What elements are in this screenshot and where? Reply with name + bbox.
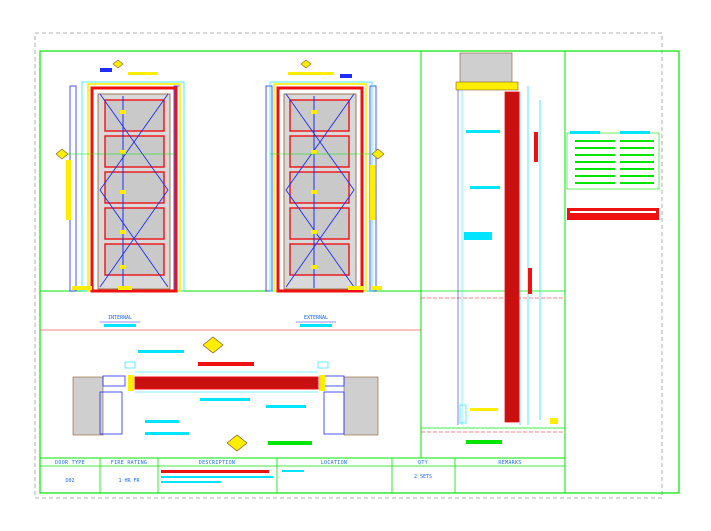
vertical-section — [421, 52, 565, 444]
cell-fire-rating: 1 HR FR — [118, 478, 140, 484]
header-location: LOCATION — [321, 460, 347, 466]
header-door-type: DOOR TYPE — [55, 460, 85, 466]
header-description: DESCRIPTION — [199, 460, 235, 466]
legend-block — [566, 131, 660, 220]
header-fire-rating: FIRE RATING — [111, 460, 147, 466]
door-schedule-table — [39, 457, 566, 494]
external-caption: EXTERNAL — [304, 315, 328, 321]
header-remarks: REMARKS — [498, 460, 521, 466]
cell-qty: 2 SETS — [414, 474, 432, 480]
internal-caption: INTERNAL — [108, 315, 132, 321]
plan-section — [72, 336, 379, 452]
cell-door-type: D02 — [65, 478, 74, 484]
header-qty: QTY — [418, 460, 428, 466]
elevation-external — [265, 59, 385, 293]
internal-caption-tag — [104, 324, 136, 327]
elevation-internal — [55, 59, 185, 293]
external-caption-tag — [300, 324, 332, 327]
